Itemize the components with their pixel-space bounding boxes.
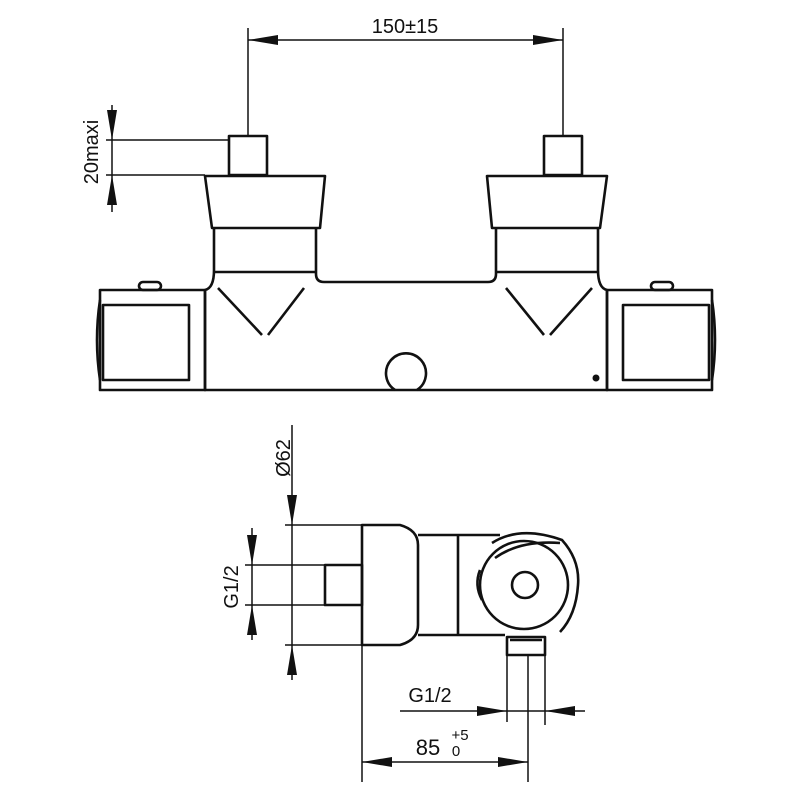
side-body [360,523,420,647]
depth-dimension: 85 +5 0 [361,645,529,782]
diameter-dimension: Ø62 [273,425,362,680]
thermostat-knob [476,531,580,633]
outlet-thread-dimension: G1/2 [400,655,585,725]
right-handle [605,280,717,392]
depth-label: 85 [416,735,440,760]
depth-tolerance-lower: 0 [452,743,460,760]
center-distance-label: 150±15 [372,16,439,38]
mixer-body [203,269,609,392]
center-distance-dimension: 150±15 [247,16,564,135]
front-view: 150±15 20maxi [81,16,717,392]
stub-length-label: 20maxi [81,120,103,184]
outlet-thread-label: G1/2 [408,685,451,707]
left-handle [95,280,207,392]
inlet-stub [323,563,364,607]
outlet-nut [505,635,547,657]
hook [384,352,428,392]
indicator-dot [592,374,600,382]
inlet-thread-label: G1/2 [221,565,243,608]
stub-length-dimension: 20maxi [81,105,228,212]
depth-tolerance-upper: +5 [451,727,468,744]
side-view: Ø62 G1/2 G1/2 [221,425,585,782]
left-inlet [203,134,327,336]
diameter-label: Ø62 [273,439,295,477]
inlet-thread-dimension: G1/2 [221,528,325,640]
right-inlet [485,134,609,336]
